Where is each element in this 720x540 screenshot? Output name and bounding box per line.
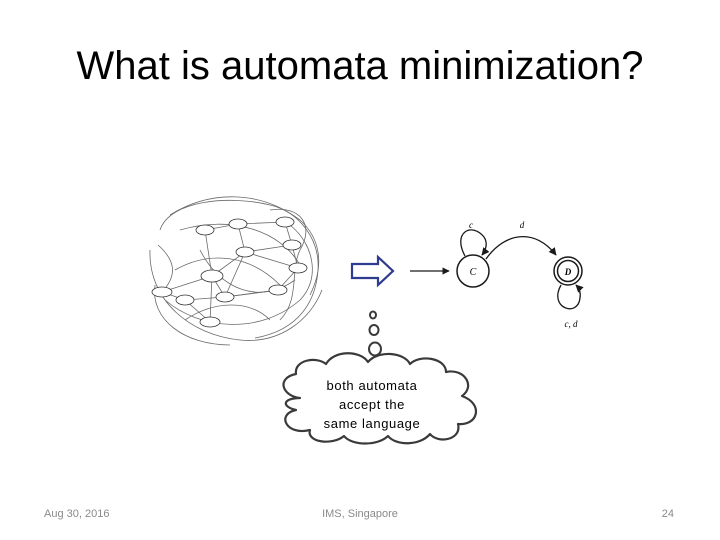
footer-date: Aug 30, 2016 xyxy=(44,508,110,520)
large-automaton-states xyxy=(151,216,308,328)
slide-title: What is automata minimization? xyxy=(76,44,644,88)
slide-number: 24 xyxy=(661,508,674,520)
edge-c-d-label: d xyxy=(520,220,525,230)
implies-arrow-icon xyxy=(350,254,395,288)
thought-line-2: accept the xyxy=(339,397,405,412)
state-d-inner xyxy=(556,259,580,283)
loop-d-label: c, d xyxy=(565,319,578,329)
state-d-label: D xyxy=(564,267,572,277)
state-c xyxy=(456,254,490,288)
loop-c-label: c xyxy=(469,220,473,230)
thought-bubble-text: both automata accept the same language xyxy=(300,376,444,433)
state-c-label: C xyxy=(470,267,477,278)
thought-line-3: same language xyxy=(323,416,421,431)
loop-d xyxy=(557,284,584,310)
edge-c-d xyxy=(485,236,557,260)
minimal-automaton: C c d D c, d xyxy=(410,220,584,329)
thought-trail xyxy=(368,310,382,357)
footer-venue: IMS, Singapore xyxy=(322,508,398,520)
thought-line-1: both automata xyxy=(326,378,418,393)
loop-c xyxy=(460,229,490,257)
thought-cloud xyxy=(282,352,478,445)
